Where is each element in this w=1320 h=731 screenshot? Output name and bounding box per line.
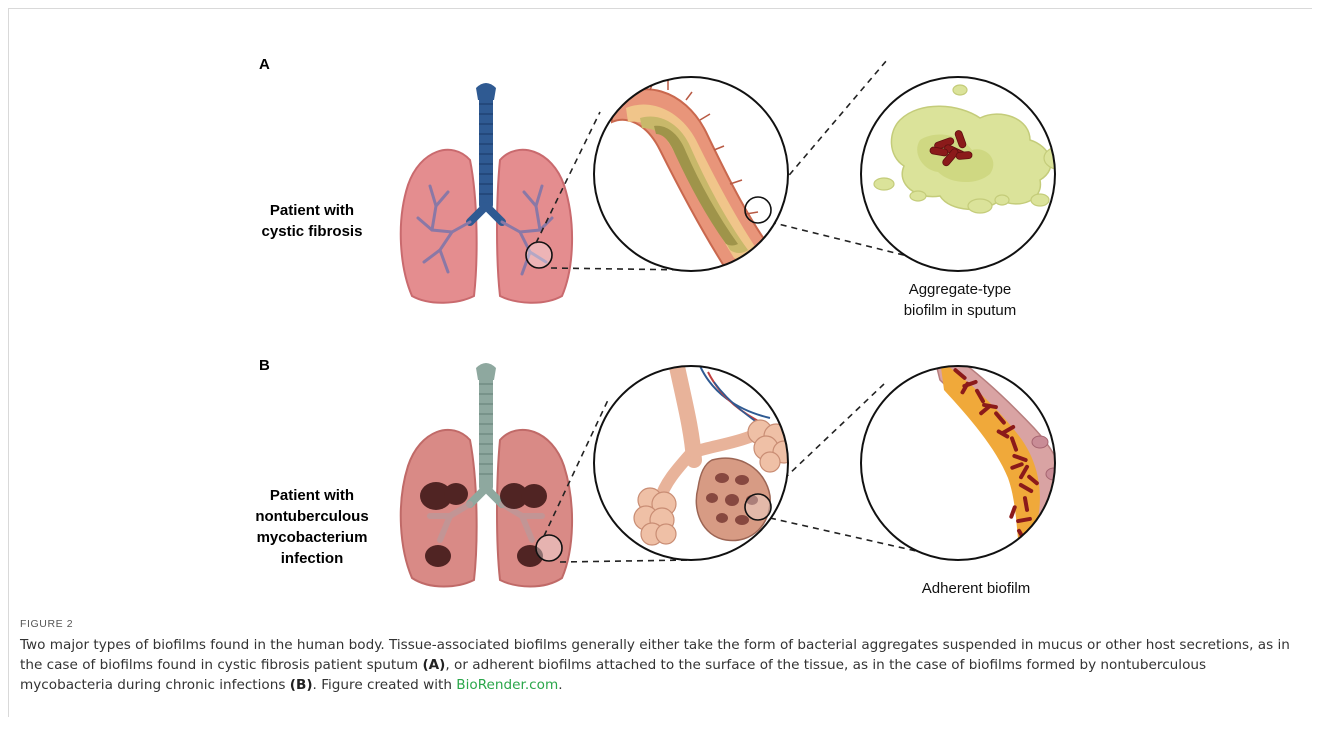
figure-caption: FIGURE 2 Two major types of biofilms fou…	[20, 618, 1300, 695]
patient-b-label: Patient with nontuberculous mycobacteriu…	[255, 487, 368, 567]
adherent-biofilm-zoom-circle	[861, 340, 1066, 572]
adherent-biofilm-label: Adherent biofilm	[922, 580, 1030, 597]
caption-text: Two major types of biofilms found in the…	[20, 635, 1300, 695]
svg-text:Aggregate-type: Aggregate-type	[909, 281, 1012, 298]
panel-b-label: B	[259, 357, 270, 374]
ref-b: (B)	[290, 677, 313, 693]
svg-text:Patient with: Patient with	[270, 487, 354, 504]
svg-text:nontuberculous: nontuberculous	[255, 508, 368, 525]
aggregate-biofilm-label: Aggregate-type biofilm in sputum	[904, 281, 1017, 319]
figure-illustration: A B Patient with cystic fibrosis Patient…	[0, 0, 1320, 610]
airway-zoom-circle	[594, 77, 788, 272]
lungs-ntm-infection	[401, 363, 572, 587]
svg-text:infection: infection	[281, 550, 344, 567]
svg-text:biofilm in sputum: biofilm in sputum	[904, 302, 1017, 319]
ref-a: (A)	[422, 657, 445, 673]
svg-text:Patient with: Patient with	[270, 202, 354, 219]
patient-a-label: Patient with cystic fibrosis	[262, 202, 363, 240]
svg-text:cystic fibrosis: cystic fibrosis	[262, 223, 363, 240]
biorender-link[interactable]: BioRender.com	[456, 677, 558, 693]
alveoli-zoom-circle	[594, 362, 795, 560]
figure-number: FIGURE 2	[20, 618, 1300, 630]
svg-text:mycobacterium: mycobacterium	[257, 529, 368, 546]
lungs-cystic-fibrosis	[401, 83, 572, 303]
panel-a-label: A	[259, 56, 270, 73]
aggregate-biofilm-zoom-circle	[861, 77, 1080, 271]
